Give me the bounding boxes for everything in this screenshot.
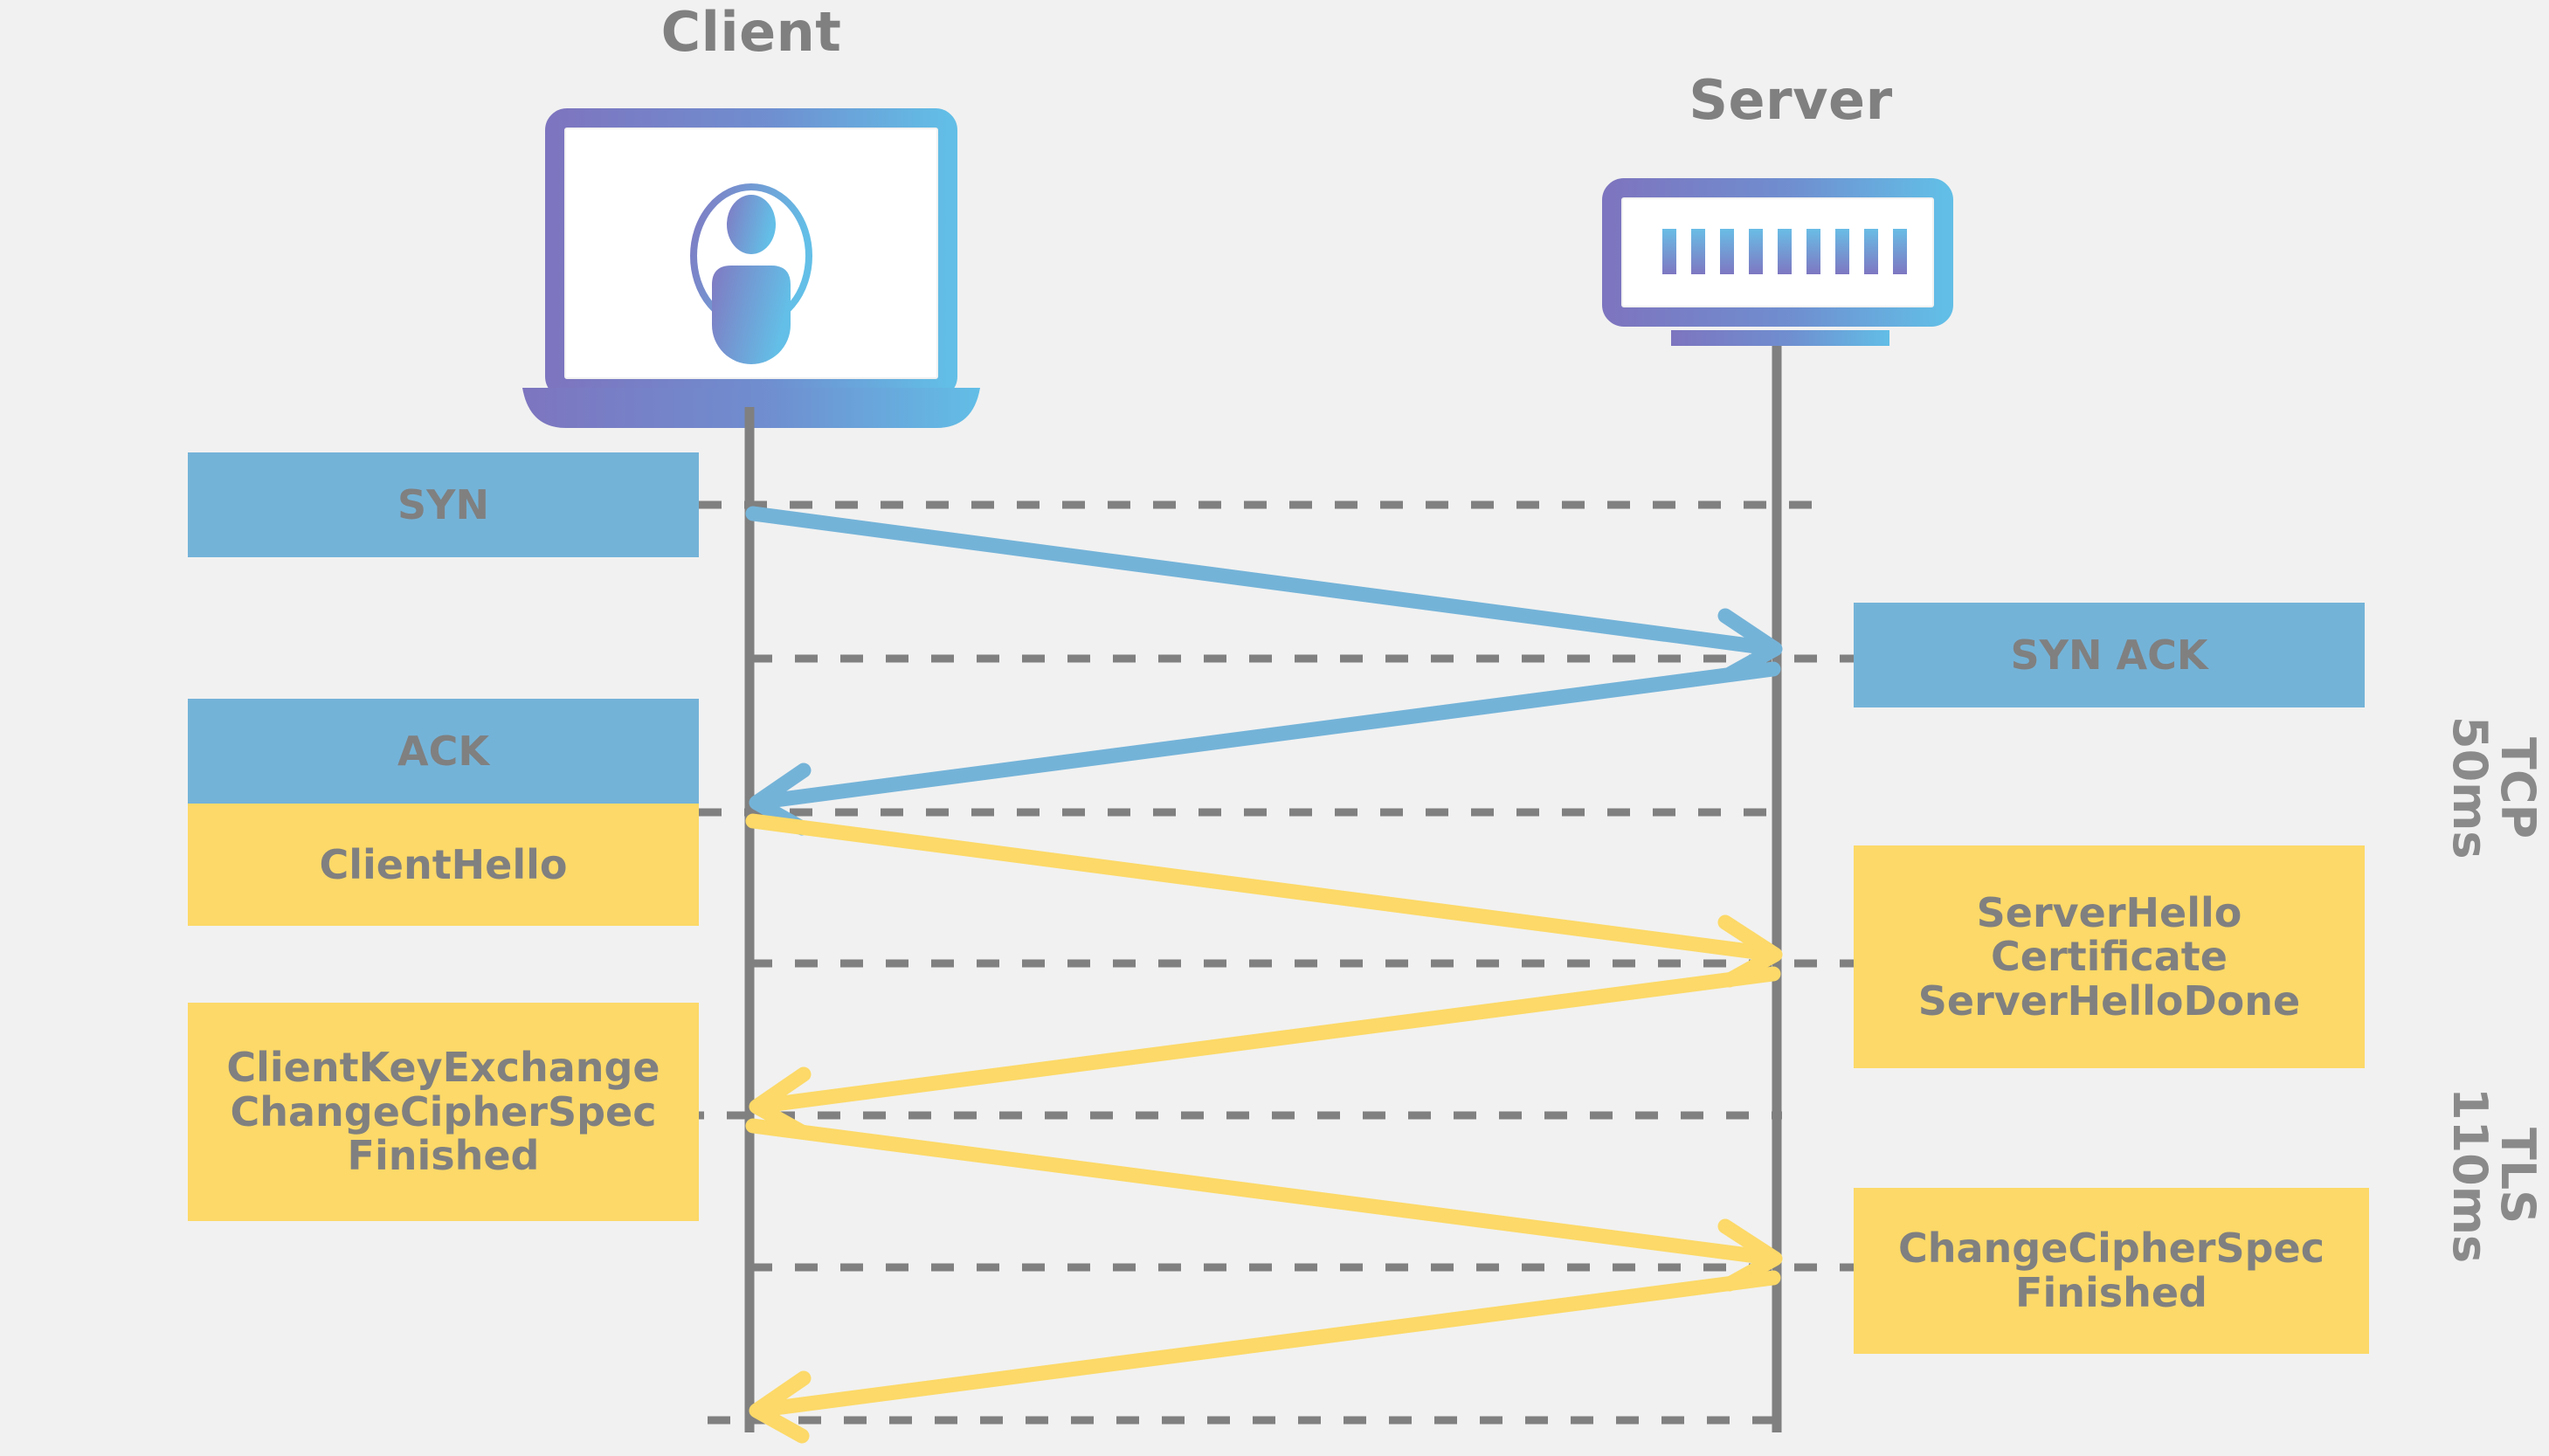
message-label: ACK	[397, 727, 489, 775]
message-box-client-hello[interactable]: ClientHello	[188, 804, 699, 926]
arrow-server-hello	[749, 966, 1781, 1140]
message-label: ClientKeyExchange ChangeCipherSpec Finis…	[226, 1044, 660, 1180]
guide-rules	[681, 500, 1904, 1425]
arrow-client-key-exchange	[745, 1118, 1783, 1292]
arrow-server-change-cipher	[749, 1270, 1781, 1444]
message-label: ClientHello	[319, 840, 568, 888]
message-box-syn-ack[interactable]: SYN ACK	[1854, 603, 2365, 707]
message-label: SYN	[397, 480, 489, 528]
message-box-syn[interactable]: SYN	[188, 452, 699, 557]
laptop-user-icon	[522, 108, 980, 428]
message-label: ServerHello Certificate ServerHelloDone	[1917, 888, 2301, 1025]
arrow-syn-ack	[749, 661, 1781, 836]
phase-label-tls: TLS 110ms	[2442, 1087, 2546, 1264]
message-box-ack[interactable]: ACK	[188, 699, 699, 804]
message-box-server-change-cipher[interactable]: ChangeCipherSpec Finished	[1854, 1188, 2369, 1354]
message-box-client-key-exchange[interactable]: ClientKeyExchange ChangeCipherSpec Finis…	[188, 1003, 699, 1221]
phase-label-tcp: TCP 50ms	[2442, 716, 2546, 859]
server-title: Server	[1689, 68, 1893, 132]
arrow-syn	[745, 506, 1783, 682]
server-rack-icon	[1602, 178, 1953, 346]
message-box-server-hello[interactable]: ServerHello Certificate ServerHelloDone	[1854, 845, 2365, 1068]
client-title: Client	[660, 0, 842, 64]
arrow-client-hello	[745, 813, 1783, 988]
message-label: SYN ACK	[2010, 631, 2208, 679]
message-label: ChangeCipherSpec Finished	[1897, 1225, 2325, 1316]
